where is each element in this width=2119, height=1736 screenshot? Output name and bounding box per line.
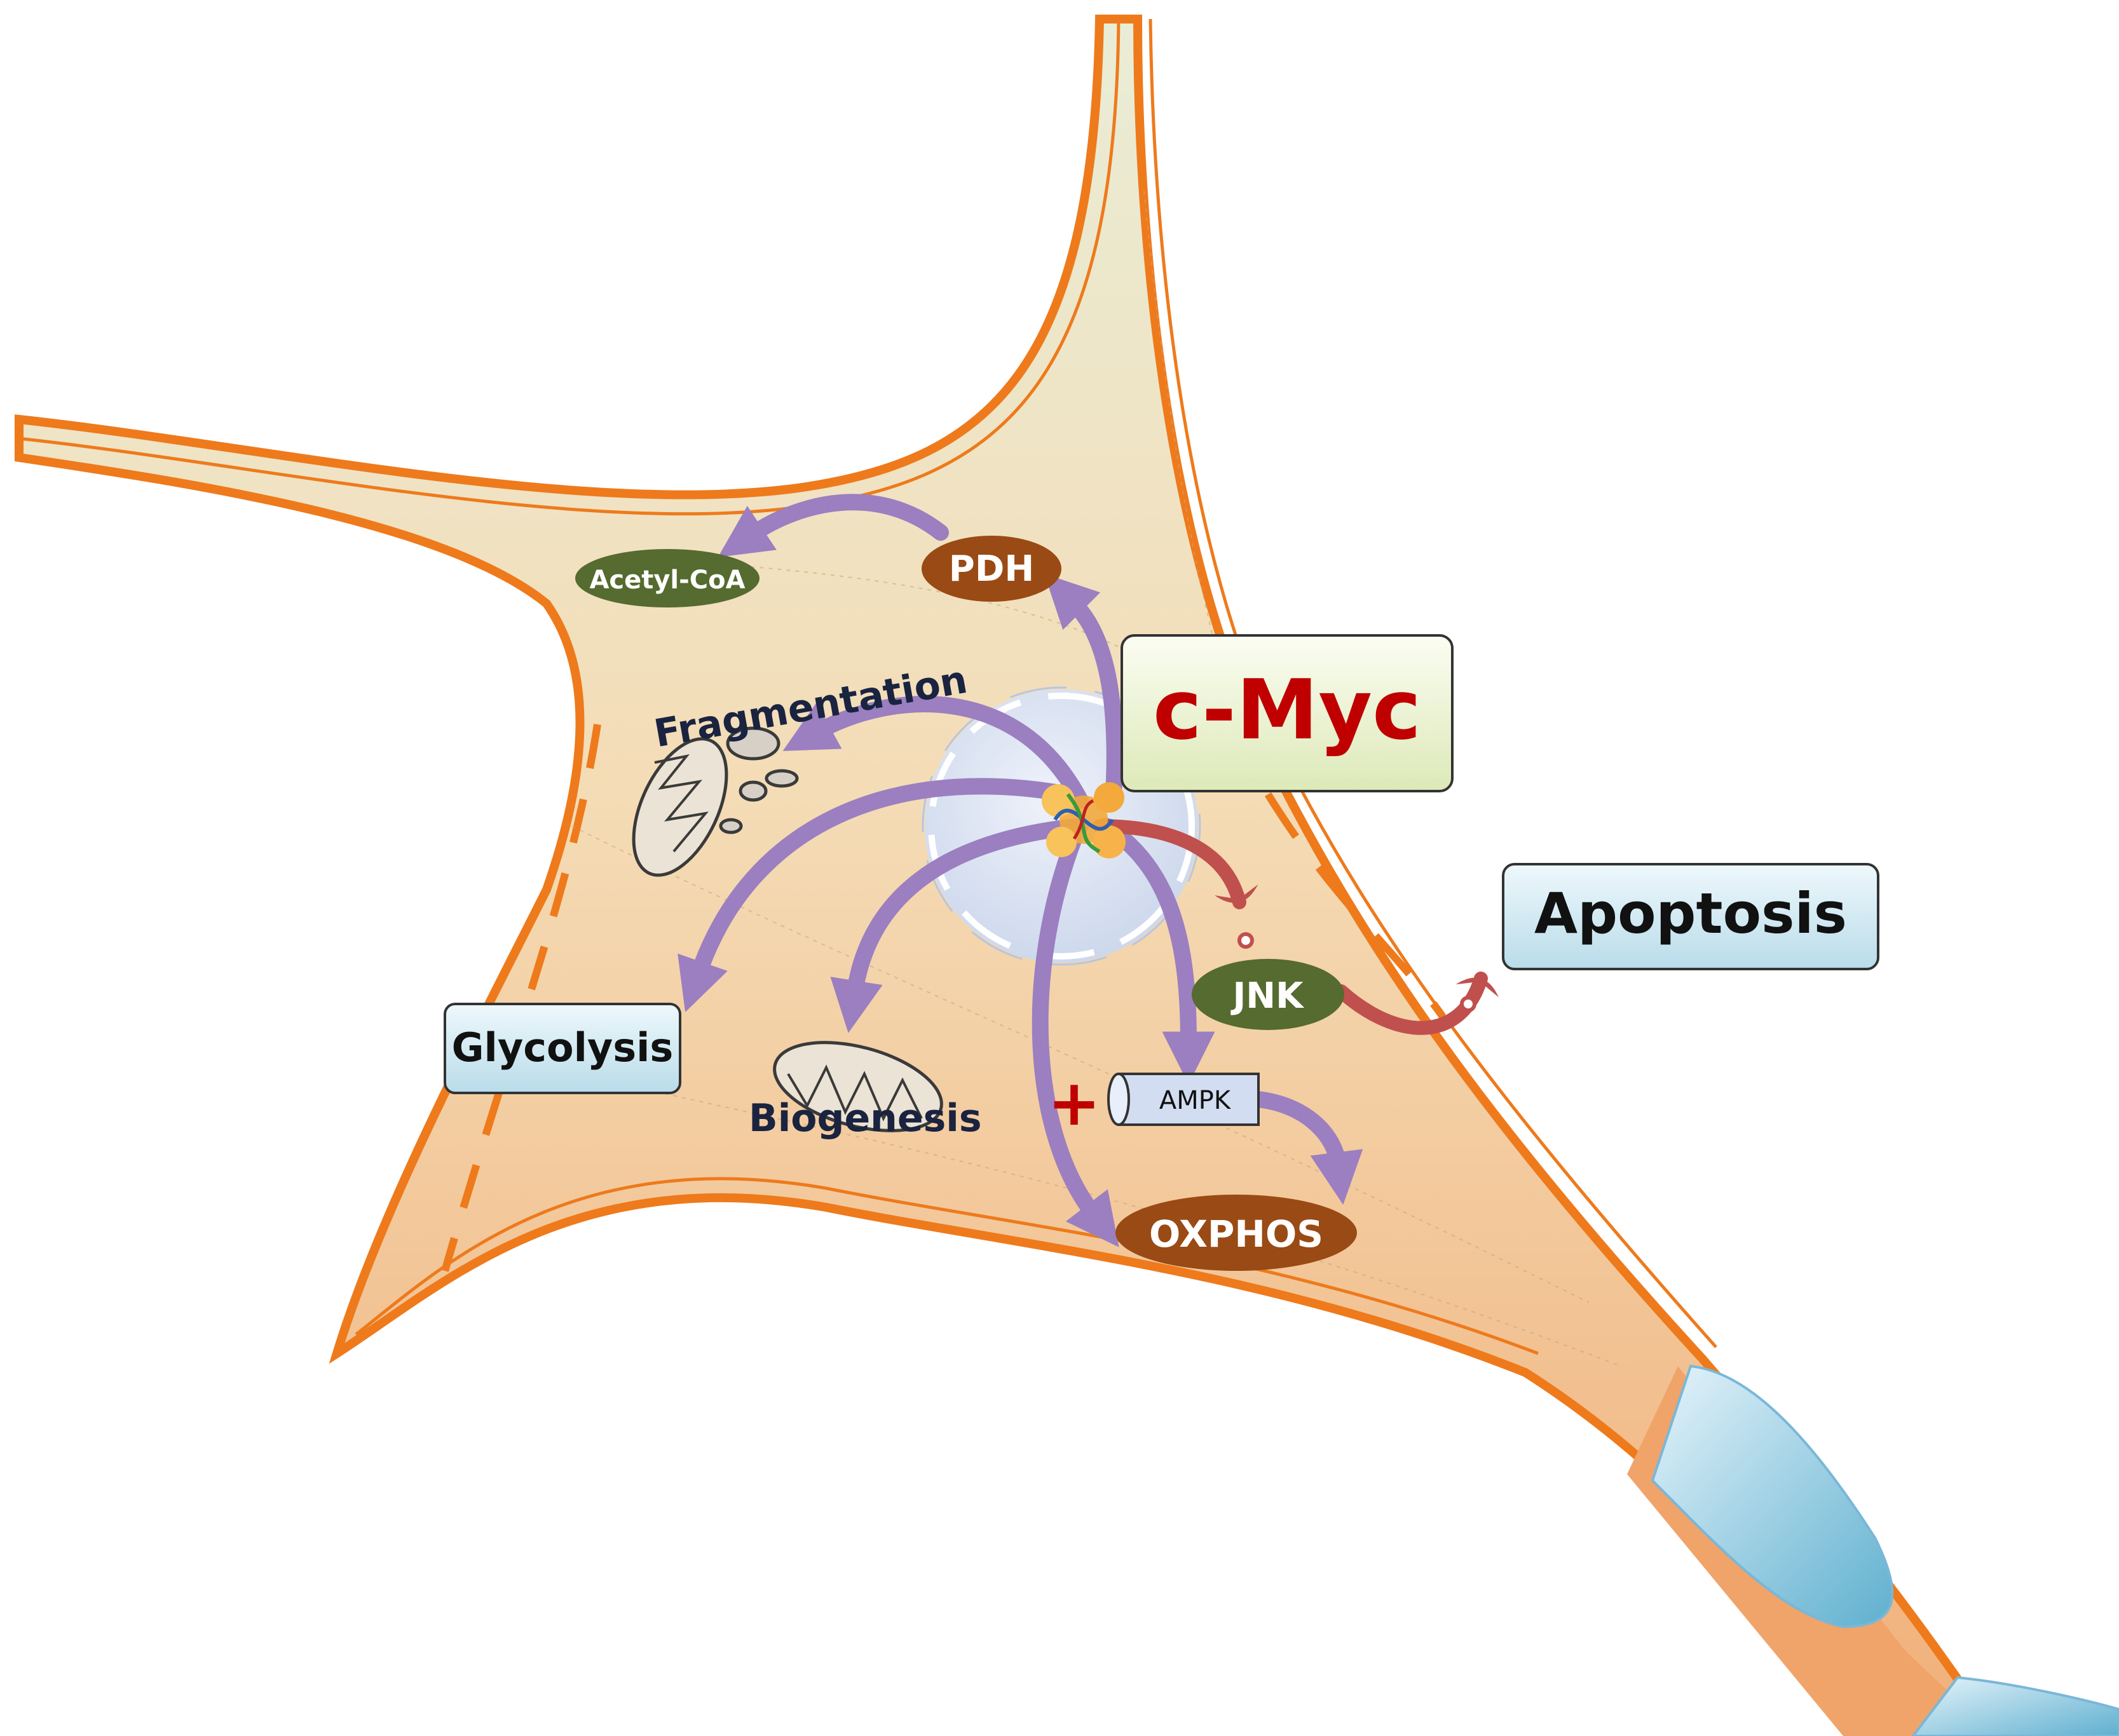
arrow-cmyc-to-biogenesis [830,818,1089,1033]
biogenesis-label: Biogenesis [749,1096,982,1141]
arrow-cmyc-to-oxphos [1032,831,1119,1247]
axon [1627,1364,2119,1736]
inhibition-junction-apoptosis [1460,996,1476,1012]
activation-arrows [678,494,1363,1247]
myc-protein-complex-icon [1042,782,1126,858]
ampk-label: AMPK [1159,1086,1232,1115]
oxphos-label: OXPHOS [1149,1212,1323,1256]
ampk-node[interactable]: AMPK [1107,1073,1260,1126]
arrow-pdh-to-acetylcoa [718,494,949,557]
arrow-ampk-to-oxphos [1250,1091,1363,1205]
acetyl-coa-node[interactable]: Acetyl-CoA [575,549,760,607]
inhibition-junction-jnk [1237,932,1254,949]
glycolysis-label: Glycolysis [452,1024,674,1071]
arrow-cmyc-to-pdh [1044,573,1123,803]
cmyc-label: c-Myc [1153,661,1421,758]
arrow-cmyc-to-glycolysis [678,778,1076,1012]
mitochondria-fragments-icon [632,726,799,877]
apoptosis-node[interactable]: Apoptosis [1502,863,1879,970]
glycolysis-node[interactable]: Glycolysis [444,1003,681,1094]
dashed-membrane-right [1264,792,1446,1019]
oxphos-node[interactable]: OXPHOS [1115,1195,1357,1271]
jnk-label: JNK [1230,975,1305,1017]
apoptosis-label: Apoptosis [1534,881,1847,946]
mitochondrion-icon [773,1041,943,1132]
dashed-membrane-left [441,724,601,1272]
jnk-node[interactable]: JNK [1192,959,1344,1030]
acetyl-coa-label: Acetyl-CoA [589,566,745,595]
pdh-node[interactable]: PDH [922,536,1061,602]
plus-sign-icon: + [1047,1066,1101,1140]
pdh-label: PDH [949,548,1034,590]
myelin-sheath-1 [1651,1364,1894,1629]
arrow-cmyc-inhibits-jnk [1093,819,1258,909]
arrow-cmyc-to-ampk [1098,818,1215,1085]
arrow-cmyc-to-fragmentation [782,696,1089,809]
cmyc-node[interactable]: c-Myc [1121,634,1454,792]
